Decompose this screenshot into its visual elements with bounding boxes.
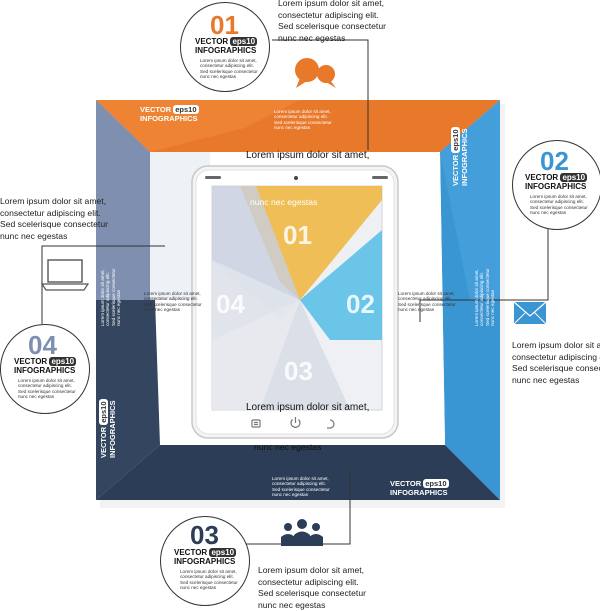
banner-right: VECTOR eps10 INFOGRAPHICS bbox=[451, 127, 469, 186]
tablet-subtitle: nunc nec egestas bbox=[250, 197, 318, 207]
step-circle-01 bbox=[180, 2, 270, 92]
step-circle-02 bbox=[512, 140, 600, 230]
step-circle-03 bbox=[160, 516, 250, 606]
banner-top-text: Lorem ipsum dolor sit amet,consectetur a… bbox=[274, 109, 332, 131]
banner-left: VECTOR eps10 INFOGRAPHICS bbox=[99, 399, 117, 458]
badge-03: VECTOR eps10 INFOGRAPHICS bbox=[174, 548, 237, 566]
tiny-text-01: Lorem ipsum dolor sit amet,consectetur a… bbox=[200, 58, 258, 80]
tablet-bottom-title: Lorem ipsum dolor sit amet, bbox=[246, 402, 370, 413]
step-circle-04 bbox=[0, 324, 90, 414]
navy-band bbox=[96, 445, 500, 500]
screen-number-03: 03 bbox=[284, 356, 313, 386]
tablet-bottom-subtitle: nunc nec egestas bbox=[254, 442, 322, 452]
step-number-03: 03 bbox=[190, 520, 219, 550]
chat-bubbles-icon bbox=[295, 58, 336, 88]
banner-top: VECTOR eps10 INFOGRAPHICS bbox=[140, 105, 199, 123]
connector-04 bbox=[41, 245, 165, 324]
screen-number-01: 01 bbox=[283, 220, 312, 250]
step-number-04: 04 bbox=[28, 330, 57, 360]
inner-text-right: Lorem ipsum dolor sit amet,consectetur a… bbox=[398, 291, 456, 313]
connector-01 bbox=[272, 39, 369, 150]
tiny-text-03: Lorem ipsum dolor sit amet,consectetur a… bbox=[180, 569, 238, 591]
connector-03 bbox=[246, 472, 351, 545]
inner-text-left: Lorem ipsum dolor sit amet,consectetur a… bbox=[144, 291, 202, 313]
badge-02: VECTOR eps10 INFOGRAPHICS bbox=[525, 173, 588, 191]
badge-04: VECTOR eps10 INFOGRAPHICS bbox=[14, 357, 77, 375]
envelope-icon bbox=[513, 301, 547, 325]
people-icon bbox=[281, 519, 323, 546]
step-number-02: 02 bbox=[540, 146, 569, 176]
banner-bottom-text: Lorem ipsum dolor sit amet,consectetur a… bbox=[272, 476, 330, 498]
badge-01: VECTOR eps10 INFOGRAPHICS bbox=[195, 37, 258, 55]
screen-number-02: 02 bbox=[346, 289, 375, 319]
tablet-title: Lorem ipsum dolor sit amet, bbox=[246, 150, 370, 161]
tiny-text-02: Lorem ipsum dolor sit amet,consectetur a… bbox=[530, 194, 588, 216]
paragraph-01: Lorem ipsum dolor sit amet,consectetur a… bbox=[278, 0, 386, 43]
paragraph-02: Lorem ipsum dolor sit amet,consectetur a… bbox=[512, 340, 600, 385]
paragraph-04: Lorem ipsum dolor sit amet,consectetur a… bbox=[0, 196, 108, 241]
banner-left-text: Lorem ipsum dolor sit amet,consectetur a… bbox=[100, 268, 122, 326]
banner-bottom: VECTOR eps10 INFOGRAPHICS bbox=[390, 479, 449, 497]
lightblue-ribbon bbox=[300, 230, 382, 340]
paragraph-03: Lorem ipsum dolor sit amet,consectetur a… bbox=[258, 565, 366, 610]
banner-right-text: Lorem ipsum dolor sit amet,consectetur a… bbox=[474, 268, 496, 326]
connector-02 bbox=[419, 228, 549, 322]
laptop-icon bbox=[40, 259, 90, 291]
step-number-01: 01 bbox=[210, 10, 239, 40]
tiny-text-04: Lorem ipsum dolor sit amet,consectetur a… bbox=[18, 378, 76, 400]
yellow-ribbon bbox=[240, 186, 382, 300]
screen-number-04: 04 bbox=[216, 289, 245, 319]
